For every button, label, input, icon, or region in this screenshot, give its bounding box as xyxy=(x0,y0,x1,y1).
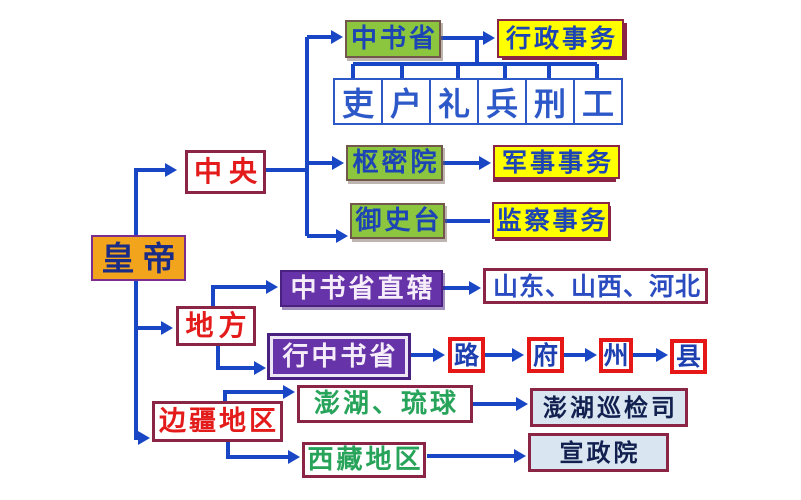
six-ministries-row: 吏 户 礼 兵 刑 工 xyxy=(333,78,623,125)
connector-difang-xingsheng xyxy=(216,346,266,375)
node-local: 地方 xyxy=(176,306,256,346)
node-supervision-affairs: 监察事务 xyxy=(492,202,610,239)
ministry-cell-xing: 刑 xyxy=(525,78,575,125)
node-frontier: 边疆地区 xyxy=(152,401,283,442)
node-central: 中央 xyxy=(185,150,266,194)
ministry-cell-libu: 礼 xyxy=(429,78,479,125)
ministry-cell-bing: 兵 xyxy=(477,78,527,125)
node-admin-level-lu: 路 xyxy=(448,337,485,373)
node-admin-level-fu: 府 xyxy=(527,337,564,373)
node-admin-affairs: 行政事务 xyxy=(497,19,624,58)
connector-frontier-penghu xyxy=(223,385,295,401)
node-admin-level-zhou: 州 xyxy=(599,338,633,373)
node-zhixia-regions: 山东、山西、河北 xyxy=(483,268,708,304)
node-yushi-tai: 御史台 xyxy=(350,203,445,239)
node-military-affairs: 军事事务 xyxy=(493,145,620,179)
connector-emperor-central xyxy=(134,163,177,235)
connector-difang-zhixia xyxy=(211,280,278,306)
node-xuanzheng-yuan: 宣政院 xyxy=(528,433,669,472)
connector-frontier-xizang xyxy=(226,442,300,464)
node-zhixia: 中书省直辖 xyxy=(280,270,443,307)
ministry-cell-li: 吏 xyxy=(333,78,383,125)
ministry-cell-gong: 工 xyxy=(573,78,623,125)
node-penghu-liuqiu: 澎湖、琉球 xyxy=(297,385,473,423)
node-xing-zhongshu-sheng: 行中书省 xyxy=(267,333,411,380)
node-shumi-yuan: 枢密院 xyxy=(346,145,443,181)
connector-emperor-frontier xyxy=(134,281,150,445)
node-penghu-xunjiansi: 澎湖巡检司 xyxy=(530,388,688,427)
node-admin-level-xian: 县 xyxy=(670,339,707,374)
node-zhongshu-sheng: 中书省 xyxy=(345,20,441,58)
node-xizang-region: 西藏地区 xyxy=(302,442,426,478)
ministry-cell-hu: 户 xyxy=(381,78,431,125)
node-emperor: 皇帝 xyxy=(91,235,186,281)
